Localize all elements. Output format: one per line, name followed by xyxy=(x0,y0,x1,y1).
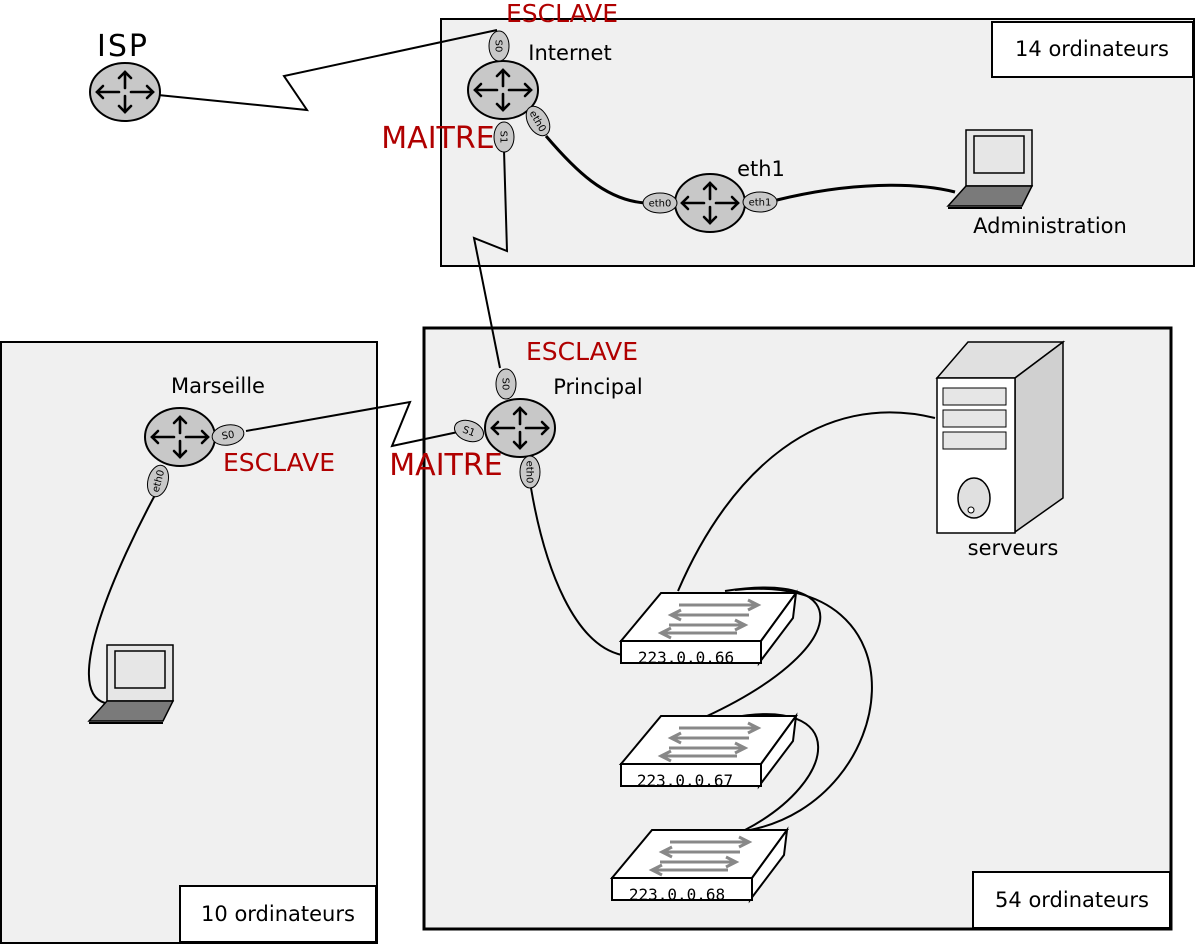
link-switch1-switch2 xyxy=(704,586,822,718)
link-switch2-switch3 xyxy=(729,713,820,831)
count-box-internet xyxy=(991,21,1194,78)
principal-port-s1: S1 xyxy=(453,419,485,443)
svg-text:eth0: eth0 xyxy=(524,461,535,484)
link-internet-principal xyxy=(472,149,509,369)
administration-label: Administration xyxy=(973,214,1127,238)
principal-label: Principal xyxy=(553,375,643,399)
marseille-router-icon xyxy=(143,406,217,468)
isp-label: ISP xyxy=(97,29,149,64)
principal-port-eth0: eth0 xyxy=(519,455,541,489)
link-switch1-serveurs xyxy=(677,411,936,592)
isp-router-icon xyxy=(88,61,162,123)
internet-port-s0: S0 xyxy=(488,30,510,62)
server-tower-icon xyxy=(935,340,1066,534)
role-principal-s1: MAITRE xyxy=(389,448,502,483)
internet-port-s1: S1 xyxy=(493,121,515,153)
eth1router-port-eth0: eth0 xyxy=(642,192,678,214)
link-eth1router-administration xyxy=(776,183,956,202)
role-internet-s1: MAITRE xyxy=(381,121,494,156)
link-principal-switch1 xyxy=(530,487,623,656)
switch-1-label: 223.0.0.66 xyxy=(638,648,734,667)
internet-label: Internet xyxy=(528,41,611,65)
svg-text:eth0: eth0 xyxy=(649,199,672,210)
link-isp-internet xyxy=(157,29,498,112)
count-principal: 54 ordinateurs xyxy=(995,888,1149,912)
count-marseille: 10 ordinateurs xyxy=(201,902,355,926)
marseille-port-eth0: eth0 xyxy=(146,464,170,498)
eth1-router-icon xyxy=(673,172,747,234)
internet-port-eth0: eth0 xyxy=(525,105,551,137)
svg-text:S1: S1 xyxy=(498,131,509,144)
eth1router-port-eth1: eth1 xyxy=(742,191,778,213)
link-marseille-principal xyxy=(245,400,459,448)
eth1-router-label: eth1 xyxy=(737,157,785,181)
count-box-marseille xyxy=(179,885,377,943)
count-internet: 14 ordinateurs xyxy=(1015,37,1169,61)
svg-text:S0: S0 xyxy=(493,40,504,53)
marseille-port-s0: S0 xyxy=(211,424,245,446)
marseille-label: Marseille xyxy=(171,374,265,398)
switch-3-label: 223.0.0.68 xyxy=(629,885,725,904)
link-marseille-laptop xyxy=(87,494,156,704)
switch-2-label: 223.0.0.67 xyxy=(637,771,733,790)
count-box-principal xyxy=(972,871,1171,929)
principal-port-s0: S0 xyxy=(495,368,517,400)
svg-text:S0: S0 xyxy=(221,429,235,442)
svg-text:eth1: eth1 xyxy=(749,198,772,209)
role-principal-s0: ESCLAVE xyxy=(526,337,638,366)
serveurs-label: serveurs xyxy=(968,536,1059,560)
link-internet-eth1router xyxy=(544,135,646,205)
svg-text:S1: S1 xyxy=(461,425,477,440)
role-internet-s0: ESCLAVE xyxy=(506,0,618,28)
role-marseille-s0: ESCLAVE xyxy=(223,448,335,477)
svg-text:S0: S0 xyxy=(500,378,511,391)
link-switch1-switch3 xyxy=(734,587,873,831)
